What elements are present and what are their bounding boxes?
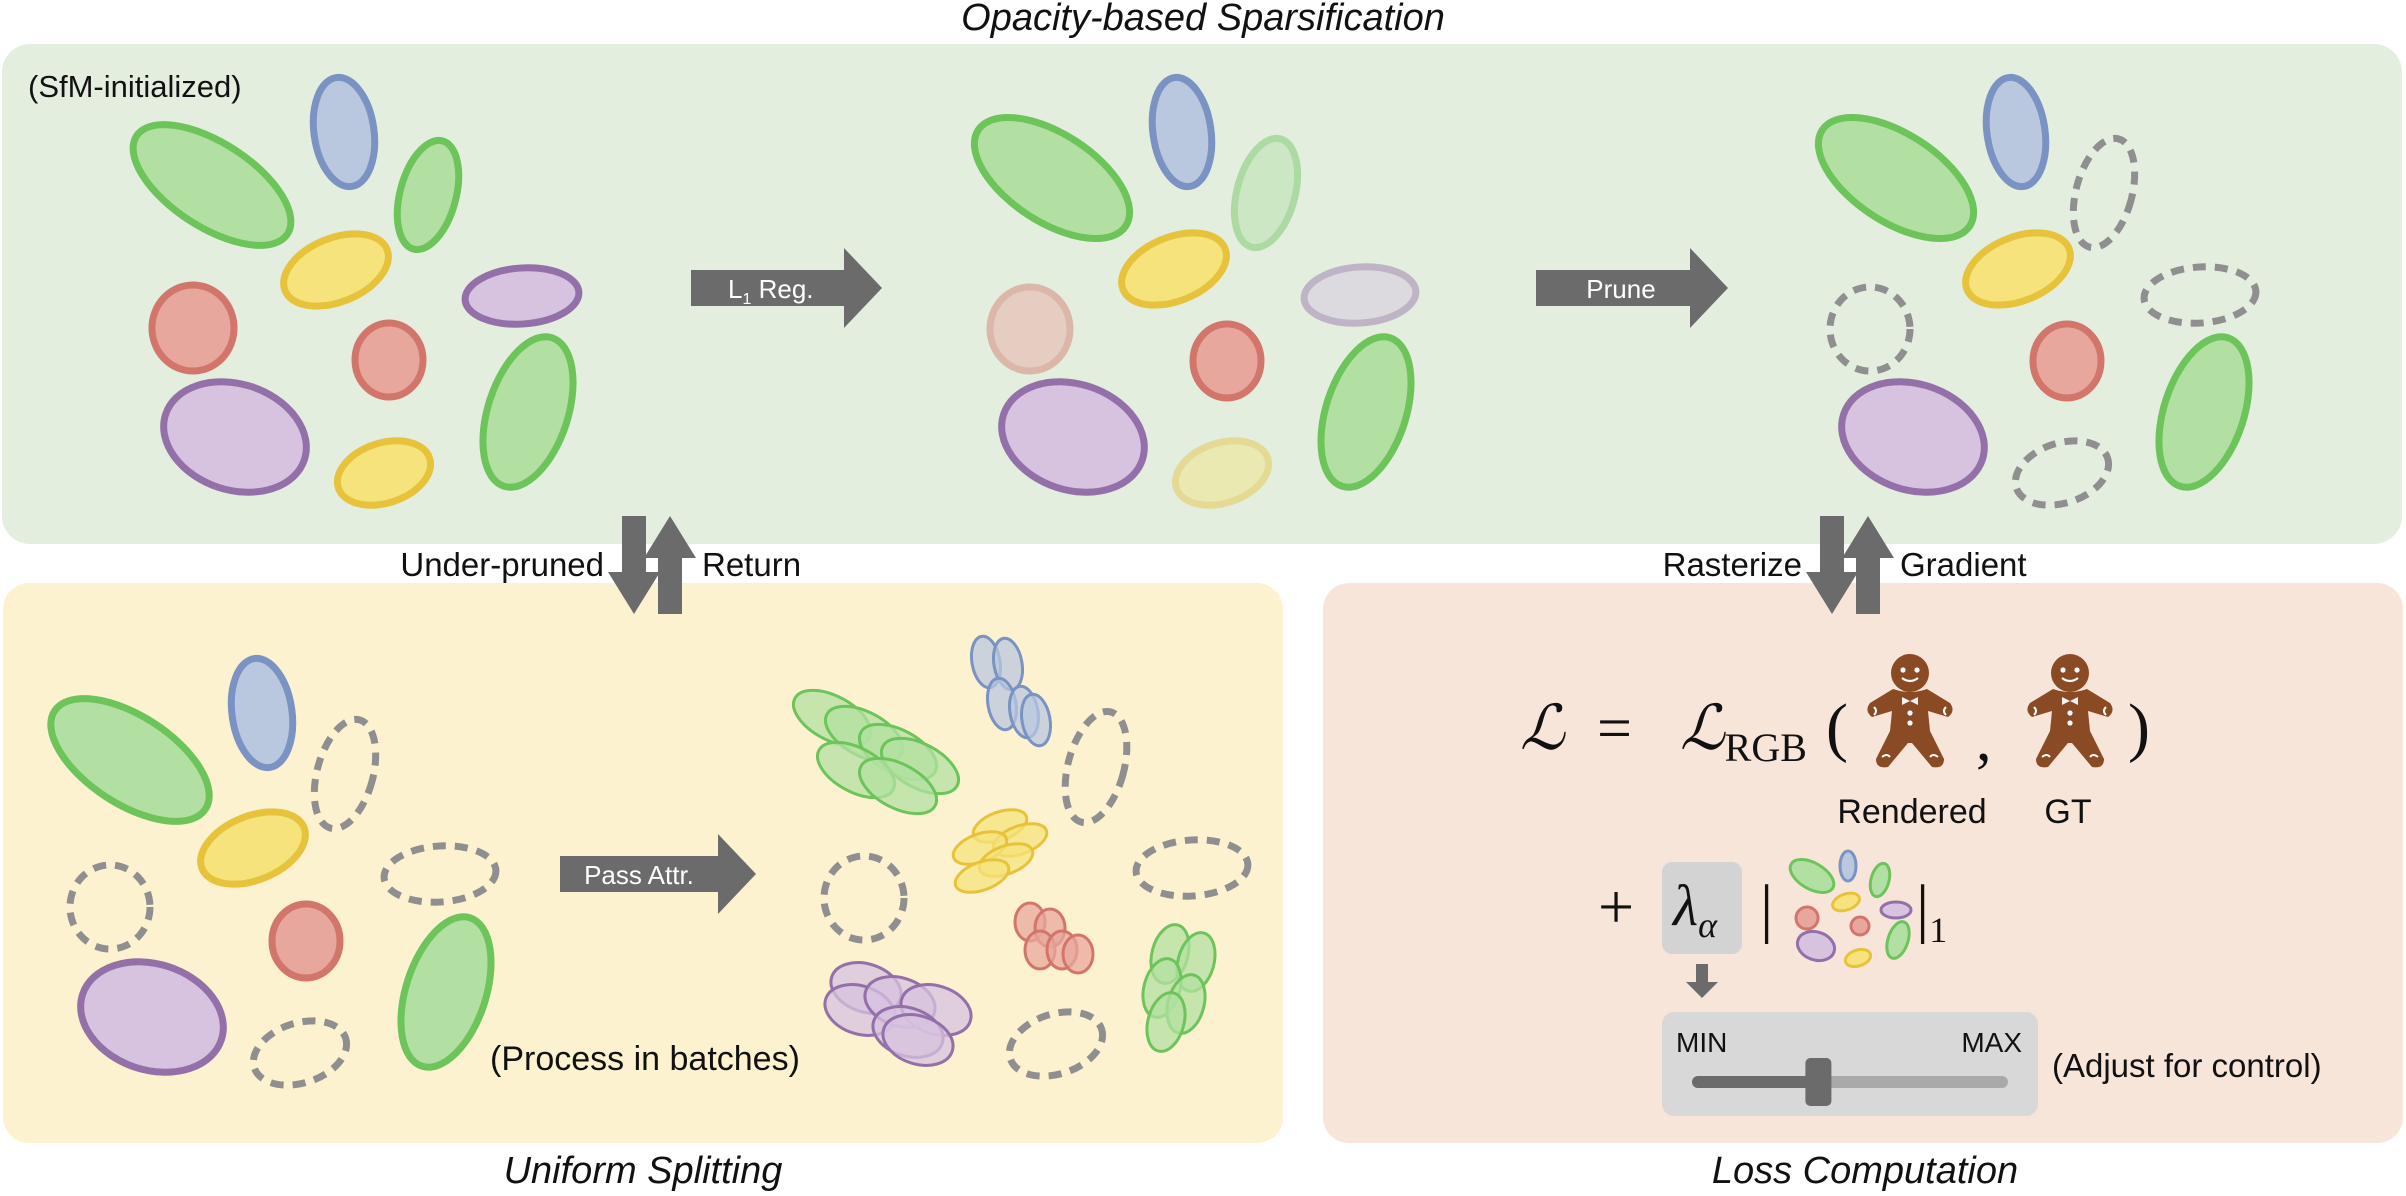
loss-computation-title: Loss Computation	[1712, 1150, 2018, 1192]
gaussian-green	[393, 136, 463, 254]
pass-attr-label: Pass Attr.	[584, 860, 694, 890]
slider-min-label: MIN	[1676, 1027, 1727, 1058]
gaussian-removed-dashed	[2140, 263, 2260, 327]
split-gaussian-yellow	[953, 858, 1011, 894]
lambda-slider[interactable]: MIN MAX	[1662, 1012, 2038, 1116]
lambda-box[interactable]	[1662, 862, 1742, 954]
gaussian-removed-dashed	[2069, 134, 2139, 252]
norm-bar-right: |1	[1916, 872, 1947, 950]
gaussian-green	[1814, 114, 1978, 242]
gaussian-purple	[461, 264, 583, 328]
lambda-symbol: λα	[1671, 873, 1718, 945]
open-paren: (	[1826, 691, 1848, 764]
gaussian-red	[2029, 320, 2105, 402]
gaussian-removed-dashed	[249, 1017, 351, 1089]
slider-panel	[1662, 1012, 2038, 1116]
split-gaussian-purple	[881, 1013, 955, 1067]
sfm-initialized-label: (SfM-initialized)	[28, 69, 242, 104]
gaussian-removed-dashed	[2011, 437, 2113, 509]
gaussian-yellow	[280, 230, 392, 310]
gaussian-removed-dashed	[310, 715, 380, 833]
gaussian-green	[2155, 333, 2253, 491]
gaussian-purple	[160, 378, 310, 496]
gaussians-pruned	[1814, 73, 2260, 509]
gaussian-green	[129, 121, 295, 249]
split-removed-outlines	[820, 707, 1252, 1080]
gaussian-red	[351, 319, 427, 401]
uniform-splitting-title: Uniform Splitting	[504, 1150, 783, 1192]
gaussian-green	[1317, 333, 1415, 491]
gaussian-removed-dashed	[380, 842, 500, 906]
gradient-label: Gradient	[1900, 546, 2027, 583]
plus-sign: +	[1598, 871, 1634, 942]
gaussian-cluster-icon	[1788, 849, 1913, 969]
loss-symbol: ℒ	[1520, 695, 1566, 763]
l1-reg-label: L1 Reg.	[728, 274, 814, 308]
adjust-for-control-note: (Adjust for control)	[2052, 1047, 2322, 1084]
gaussian-removed-dashed	[66, 861, 154, 953]
rasterize-label: Rasterize	[1663, 546, 1802, 583]
slider-fill	[1692, 1076, 1819, 1088]
gaussians-initial	[129, 73, 583, 509]
pass-attr-arrow: Pass Attr.	[560, 834, 756, 914]
gaussian-red-faded	[986, 283, 1074, 375]
loss-computation-panel	[1323, 583, 2403, 1143]
gaussian-purple	[77, 958, 227, 1076]
comma: ,	[1976, 706, 1992, 774]
equals-sign: =	[1597, 695, 1632, 763]
gaussian-blue	[1982, 73, 2050, 191]
gaussian-purple	[998, 378, 1148, 496]
slider-max-label: MAX	[1961, 1027, 2022, 1058]
split-gaussian-green	[1145, 991, 1187, 1053]
gaussian-blue	[1148, 73, 1216, 191]
loss-equation: ℒ = ℒRGB ( , ) Rendered GT	[1520, 652, 2150, 831]
gaussian-green	[970, 114, 1134, 242]
norm-bar-left: |	[1760, 872, 1773, 945]
l1-reg-arrow: L1 Reg.	[691, 248, 882, 328]
gaussian-yellow	[197, 808, 309, 888]
lambda-to-slider-arrow	[1686, 964, 1718, 998]
slider-thumb[interactable]	[1805, 1058, 1832, 1106]
close-paren: )	[2128, 691, 2150, 764]
gaussian-removed-dashed	[1132, 836, 1252, 900]
left-connector: Under-pruned Return	[400, 516, 801, 614]
gaussian-removed-dashed	[1061, 707, 1131, 827]
gaussian-green	[479, 333, 577, 491]
gaussian-removed-dashed	[1826, 283, 1914, 375]
rendered-label: Rendered	[1837, 793, 1986, 831]
gaussian-green	[397, 913, 495, 1071]
under-pruned-label: Under-pruned	[400, 546, 604, 583]
gaussian-removed-dashed	[1005, 1008, 1107, 1080]
gaussian-green-faded	[1230, 134, 1302, 252]
return-label: Return	[702, 546, 801, 583]
gt-label: GT	[2044, 793, 2091, 831]
gaussian-yellow	[1962, 229, 2074, 309]
gaussian-yellow-faded	[1171, 437, 1273, 509]
split-gaussian-green	[858, 756, 938, 816]
gaussian-blue	[227, 654, 297, 772]
split-gaussian-red	[1061, 933, 1095, 975]
gaussian-green	[47, 695, 213, 825]
gaussian-red	[268, 900, 344, 982]
rgb-loss-symbol: ℒRGB	[1680, 695, 1807, 770]
gaussian-purple	[1838, 378, 1988, 496]
gaussian-red	[1189, 320, 1265, 402]
regularization-term: + λα | |1	[1598, 849, 1947, 969]
top-title: Opacity-based Sparsification	[961, 0, 1445, 39]
gaussians-regularized	[970, 73, 1420, 509]
prune-arrow: Prune	[1536, 248, 1728, 328]
right-connector: Rasterize Gradient	[1663, 516, 2027, 614]
gaussian-purple-faded	[1300, 263, 1420, 327]
gaussian-yellow	[1118, 229, 1230, 309]
gaussian-blue	[309, 73, 379, 191]
gaussians-split	[792, 634, 1217, 1067]
gaussian-red	[148, 281, 238, 375]
gaussian-removed-dashed	[820, 852, 908, 944]
gaussian-yellow	[333, 437, 435, 509]
process-in-batches-note: (Process in batches)	[490, 1040, 800, 1078]
gaussians-under-pruned	[47, 654, 500, 1089]
split-gaussian-blue	[1019, 692, 1053, 748]
prune-label: Prune	[1586, 274, 1655, 304]
